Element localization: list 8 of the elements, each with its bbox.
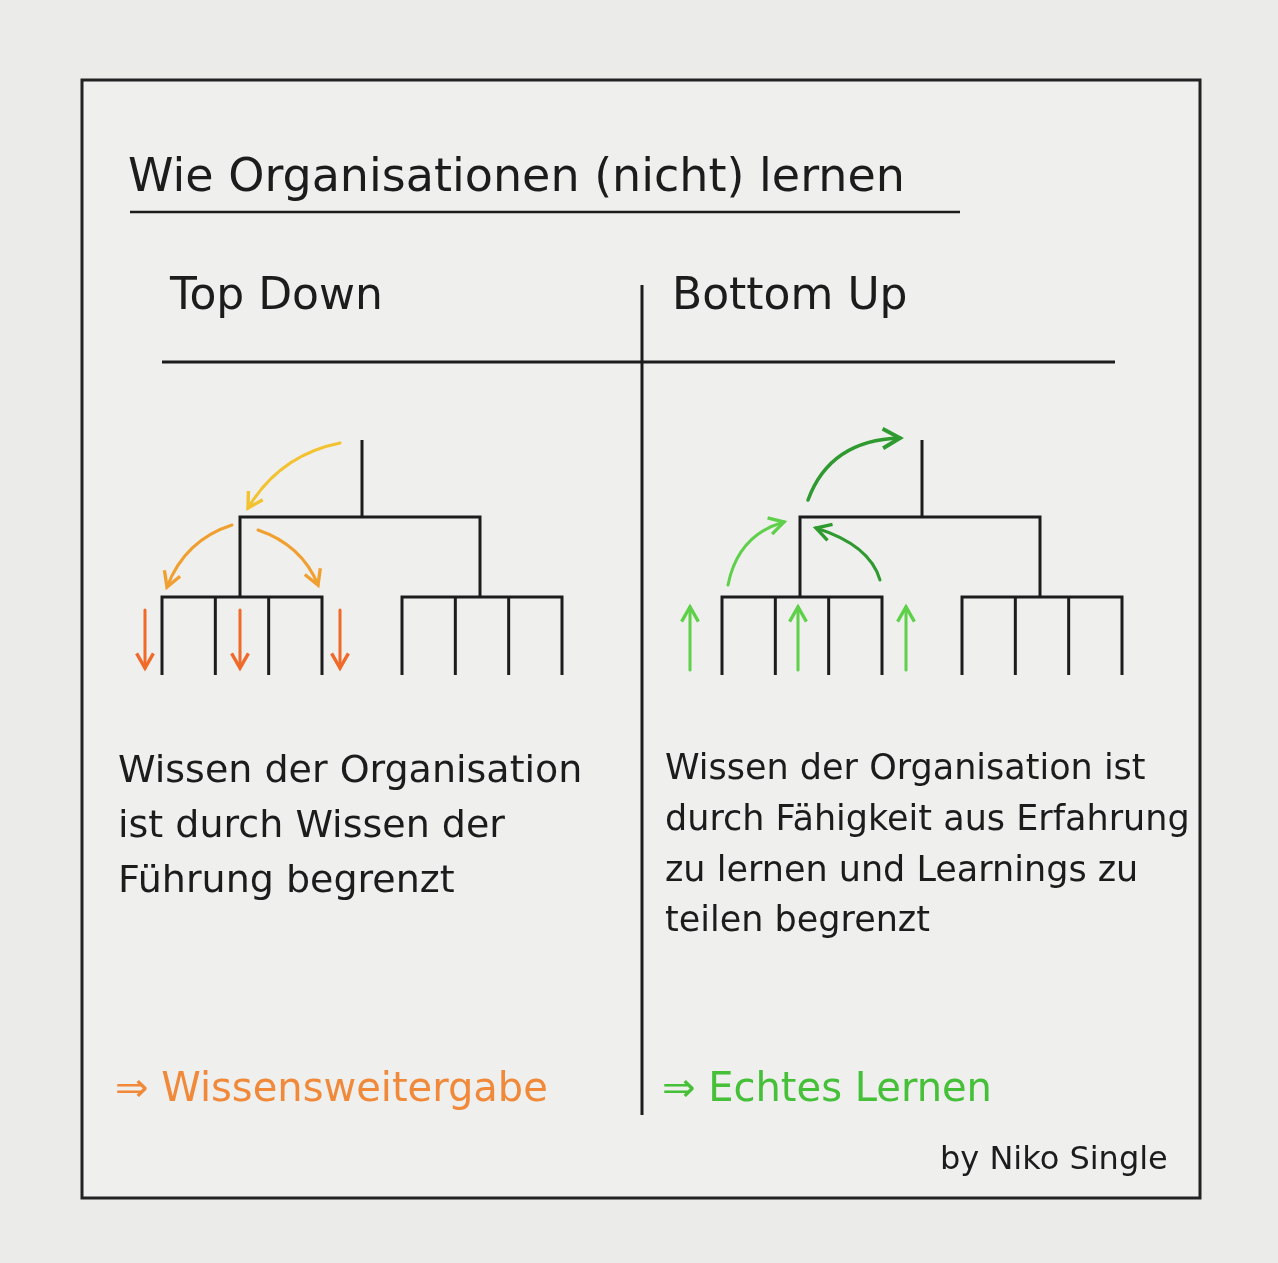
description: Wissen der Organisation ist durch Fähigkeit aus Erfahrung zu lernen und Learnings zu teilen begrenzt	[665, 746, 1190, 942]
heading: Bottom Up	[672, 267, 909, 321]
author-credit: by Niko Single	[940, 1138, 1169, 1179]
conclusion: ⇒ Echtes Lernen	[662, 1063, 993, 1112]
title: Wie Organisationen (nicht) lernen	[128, 148, 905, 204]
description: Wissen der Organisation ist durch Wissen der Führung begrenzt	[118, 746, 584, 904]
heading: Top Down	[170, 267, 384, 321]
conclusion: ⇒ Wissensweitergabe	[115, 1063, 549, 1112]
